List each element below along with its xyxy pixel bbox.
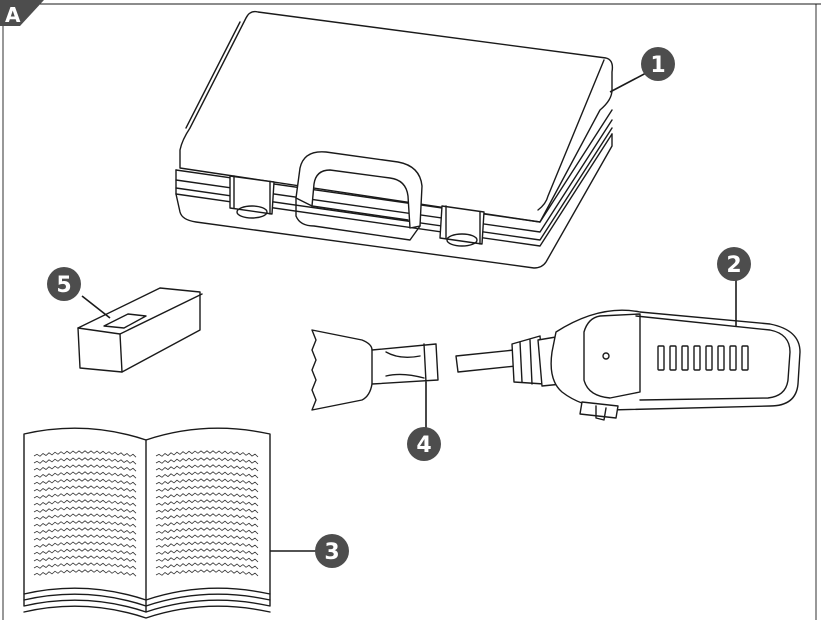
callout-4: 4 (407, 427, 441, 461)
text-line (155, 513, 259, 521)
accessory-box (77, 287, 203, 373)
callout-5: 5 (47, 267, 81, 301)
text-line (33, 548, 137, 556)
text-line (33, 541, 137, 549)
text-line (33, 527, 137, 535)
leader-1 (609, 71, 649, 93)
text-line (155, 562, 259, 570)
text-line (33, 485, 137, 493)
text-line (33, 478, 137, 486)
callout-1: 1 (641, 47, 675, 81)
vent-slots (657, 345, 749, 371)
svg-text:4: 4 (416, 433, 431, 458)
text-line (155, 450, 259, 458)
text-line (33, 457, 137, 465)
text-line (155, 555, 259, 563)
text-line (155, 492, 259, 500)
svg-text:5: 5 (56, 273, 71, 298)
text-line (33, 534, 137, 542)
text-lines-right (155, 450, 259, 577)
panel-label: A (0, 0, 44, 27)
text-line (33, 513, 137, 521)
frame (0, 3, 821, 620)
svg-text:A: A (5, 3, 21, 27)
text-line (33, 499, 137, 507)
text-line (155, 534, 259, 542)
text-line (33, 450, 137, 458)
text-line (33, 562, 137, 570)
text-line (155, 506, 259, 514)
text-line (33, 569, 137, 577)
instruction-manual (23, 427, 271, 619)
text-line (155, 520, 259, 528)
text-line (33, 555, 137, 563)
text-line (155, 457, 259, 465)
carrying-case (175, 10, 614, 269)
text-line (155, 527, 259, 535)
text-line (33, 464, 137, 472)
svg-text:3: 3 (324, 540, 339, 565)
text-line (155, 478, 259, 486)
tool-body (455, 309, 801, 421)
text-line (33, 471, 137, 479)
text-line (33, 520, 137, 528)
text-line (155, 548, 259, 556)
callout-2: 2 (717, 247, 751, 281)
callout-3: 3 (315, 534, 349, 568)
scraper-blade (311, 329, 439, 411)
svg-text:1: 1 (650, 53, 665, 78)
text-line (155, 569, 259, 577)
text-lines-left (33, 450, 137, 577)
text-line (155, 464, 259, 472)
leader-5 (81, 295, 111, 319)
text-line (33, 492, 137, 500)
svg-text:2: 2 (726, 253, 741, 278)
text-line (155, 541, 259, 549)
text-line (155, 471, 259, 479)
text-line (33, 506, 137, 514)
text-line (155, 485, 259, 493)
text-line (155, 499, 259, 507)
